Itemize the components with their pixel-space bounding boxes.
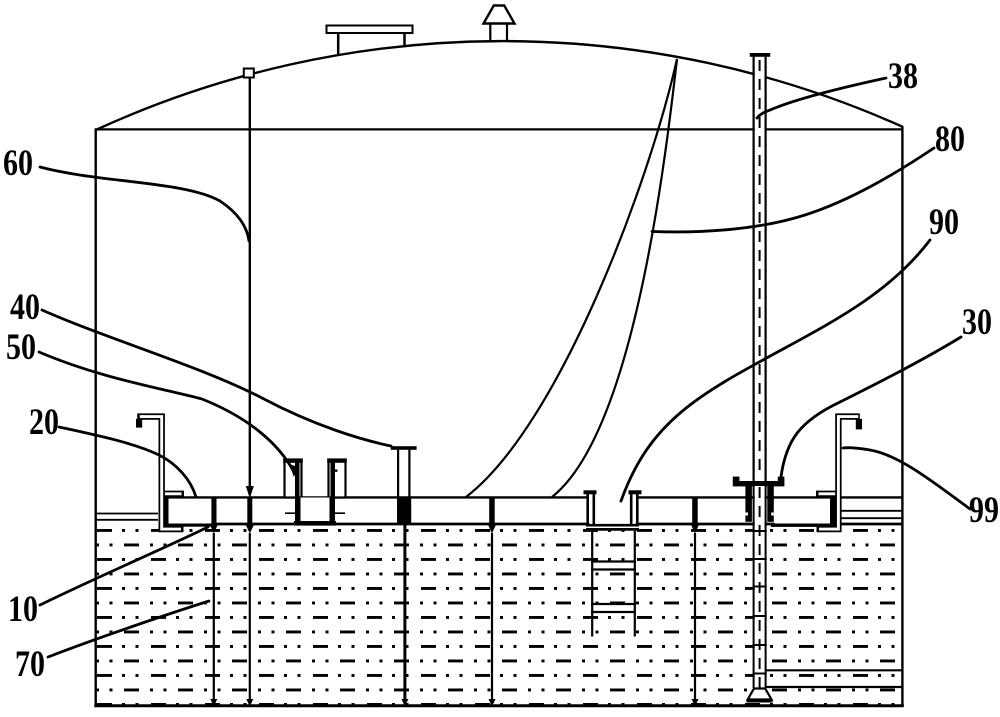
svg-text:90: 90 <box>929 202 959 243</box>
svg-text:99: 99 <box>969 490 999 531</box>
svg-text:30: 30 <box>962 302 992 343</box>
svg-text:70: 70 <box>15 644 45 685</box>
svg-text:60: 60 <box>3 143 33 184</box>
svg-text:20: 20 <box>29 402 59 443</box>
svg-text:80: 80 <box>935 119 965 160</box>
svg-text:40: 40 <box>10 287 40 328</box>
svg-text:38: 38 <box>888 56 918 97</box>
svg-text:50: 50 <box>6 327 36 368</box>
svg-text:10: 10 <box>8 589 38 630</box>
